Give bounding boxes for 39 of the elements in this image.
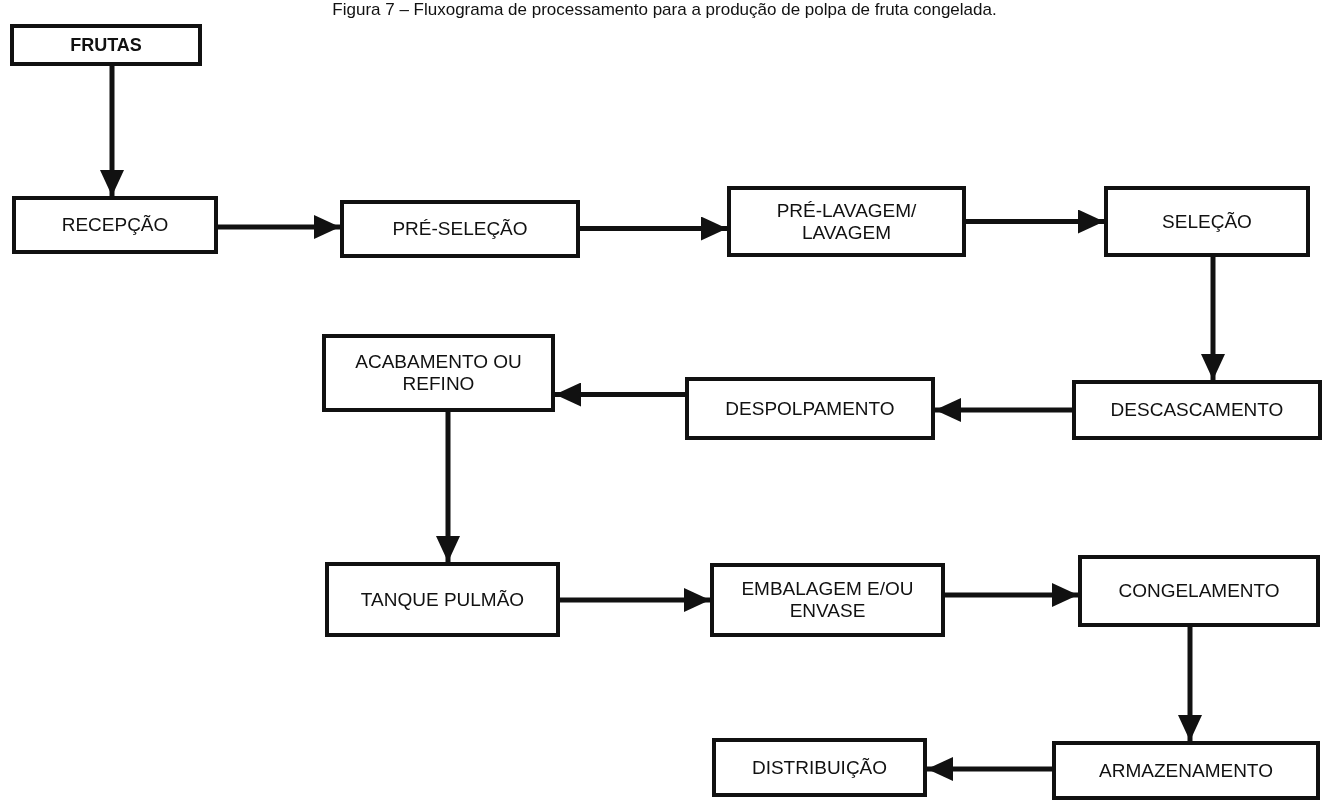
step-label: EMBALAGEM E/OU ENVASE: [740, 578, 915, 622]
step-label: ACABAMENTO OU REFINO: [354, 351, 523, 395]
process-box: [1104, 186, 1310, 257]
step-label: TANQUE PULMÃO: [360, 588, 525, 611]
arrow: [218, 215, 340, 239]
figure-title: Figura 7 – Fluxograma de processamento para a produção de polpa de fruta congelada.: [331, 0, 998, 20]
process-box: [1052, 741, 1320, 800]
step-label: RECEPÇÃO: [61, 214, 169, 236]
arrow: [1178, 627, 1202, 741]
arrow: [560, 588, 710, 612]
arrow: [555, 382, 685, 407]
process-box: [1072, 380, 1322, 440]
step-label: PRÉ-SELEÇÃO: [392, 218, 528, 240]
process-box: [727, 186, 966, 257]
process-box: [710, 563, 945, 637]
process-box: [10, 24, 202, 66]
step-label: SELEÇÃO: [1162, 210, 1252, 233]
process-box: [712, 738, 927, 797]
arrow: [1201, 257, 1225, 380]
process-box: [325, 562, 560, 637]
arrow: [100, 66, 124, 196]
arrow: [580, 216, 727, 241]
arrow: [945, 583, 1078, 607]
process-box: [322, 334, 555, 412]
step-label: DESPOLPAMENTO: [725, 397, 895, 420]
process-box: [1078, 555, 1320, 627]
step-label: CONGELAMENTO: [1118, 580, 1280, 602]
process-box: [12, 196, 218, 254]
process-box: [340, 200, 580, 258]
step-label: FRUTAS: [70, 34, 142, 56]
step-label: DISTRIBUIÇÃO: [751, 756, 888, 779]
step-label: DESCASCAMENTO: [1110, 399, 1284, 421]
arrow: [927, 757, 1052, 781]
arrow: [436, 412, 460, 562]
arrow: [966, 209, 1104, 234]
arrow: [935, 398, 1072, 422]
step-label: ARMAZENAMENTO: [1099, 759, 1273, 782]
step-label: PRÉ-LAVAGEM/ LAVAGEM: [775, 199, 918, 244]
process-box: [685, 377, 935, 440]
